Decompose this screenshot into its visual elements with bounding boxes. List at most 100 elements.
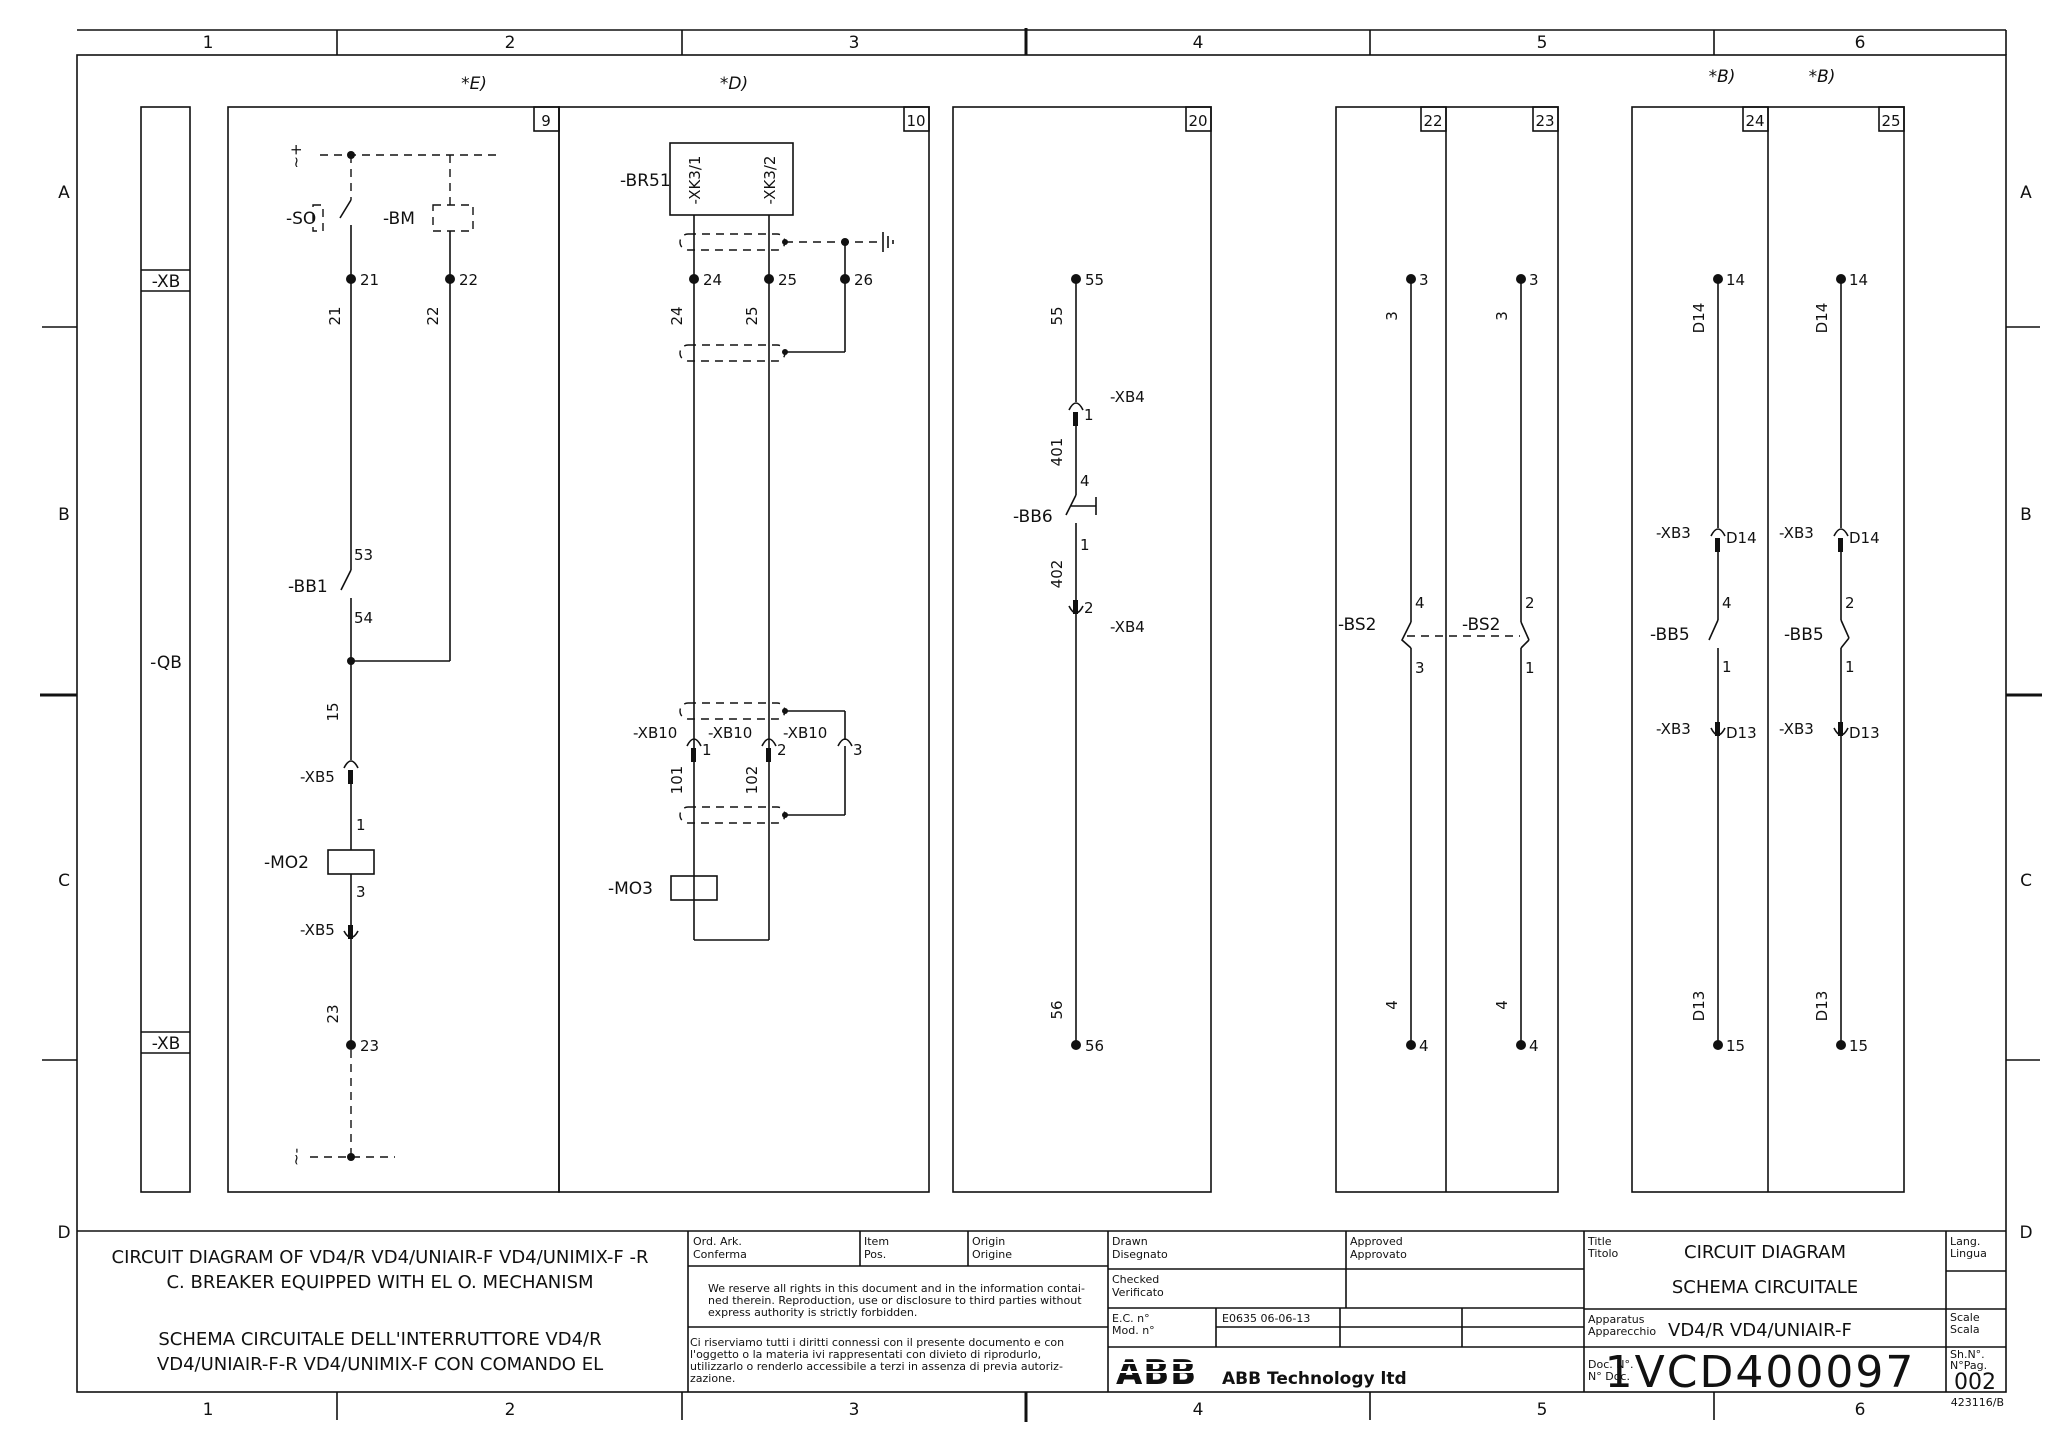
- pag-label: N°Pag.: [1950, 1359, 1987, 1372]
- col-label-6: 6: [1855, 33, 1866, 53]
- apparatus-value: VD4/R VD4/UNIAIR-F: [1668, 1320, 1852, 1341]
- ec-value: E0635 06-06-13: [1222, 1312, 1310, 1325]
- wire-25: 25: [743, 306, 761, 325]
- bb1-54: 54: [354, 609, 373, 627]
- conferma-label: Conferma: [693, 1248, 747, 1261]
- row-label-d-right: D: [2019, 1223, 2032, 1243]
- ord-ark-label: Ord. Ark.: [693, 1235, 742, 1248]
- term-25: 25: [778, 271, 797, 289]
- p24-bb5-label: -BB5: [1650, 625, 1690, 645]
- bb1-53: 53: [354, 546, 373, 564]
- col-label-1-bottom: 1: [203, 1400, 214, 1420]
- col-label-1: 1: [203, 33, 214, 53]
- p24-d14: D14: [1726, 529, 1757, 547]
- col-label-4: 4: [1193, 33, 1204, 53]
- p25-wire-d14: D14: [1813, 303, 1831, 334]
- supply-plus-label: ~+: [287, 143, 305, 168]
- panel-9-number: 9: [541, 112, 551, 130]
- note-b-1: *B): [1709, 67, 1736, 87]
- p25-bb5-label: -BB5: [1784, 625, 1824, 645]
- title-block: CIRCUIT DIAGRAM OF VD4/R VD4/UNIAIR-F VD…: [77, 1230, 2006, 1409]
- scala-label: Scala: [1950, 1323, 1980, 1336]
- p22-pin-4: 4: [1415, 594, 1425, 612]
- supply-minus-label: ~-: [287, 1148, 305, 1166]
- document-number: 1VCD400097: [1605, 1347, 1916, 1398]
- row-label-b: B: [58, 505, 70, 525]
- lingua-label: Lingua: [1950, 1247, 1987, 1260]
- p24-term-15: 15: [1726, 1037, 1745, 1055]
- p24-wire-d14: D14: [1690, 303, 1708, 334]
- wire-56: 56: [1048, 1000, 1066, 1019]
- panel-24-number: 24: [1745, 112, 1764, 130]
- p23-wire-3: 3: [1493, 311, 1511, 321]
- p25-xb3-top: -XB3: [1779, 524, 1814, 542]
- wire-101: 101: [668, 766, 686, 795]
- col-label-2: 2: [505, 33, 516, 53]
- form-number: 423116/B: [1951, 1396, 2004, 1409]
- p24-pin-4: 4: [1722, 594, 1732, 612]
- bb6-label: -BB6: [1013, 507, 1053, 527]
- panel-9: 9 ~+ -SO -BM 21 22 21 22 53 -BB1 54 15: [227, 106, 560, 1193]
- desc-it-line-2: VD4/UNIAIR-F-R VD4/UNIMIX-F CON COMANDO …: [157, 1354, 603, 1375]
- pos-label: Pos.: [864, 1248, 886, 1261]
- panel-23-number: 23: [1535, 112, 1554, 130]
- drawn-label: Drawn: [1112, 1235, 1148, 1248]
- p22-wire-4: 4: [1383, 1000, 1401, 1010]
- p25-term-14: 14: [1849, 271, 1868, 289]
- wire-402: 402: [1048, 560, 1066, 589]
- sheet-label: Sh.N°.: [1950, 1348, 1985, 1361]
- mo3-label: -MO3: [608, 879, 653, 899]
- desc-en-line-1: CIRCUIT DIAGRAM OF VD4/R VD4/UNIAIR-F VD…: [112, 1247, 649, 1268]
- desc-en-line-2: C. BREAKER EQUIPPED WITH EL O. MECHANISM: [166, 1272, 593, 1293]
- note-e: *E): [461, 74, 487, 94]
- desc-it-line-1: SCHEMA CIRCUITALE DELL'INTERRUTTORE VD4/…: [158, 1329, 601, 1350]
- row-label-b-right: B: [2020, 505, 2032, 525]
- term-56: 56: [1085, 1037, 1104, 1055]
- term-24: 24: [703, 271, 722, 289]
- wire-24: 24: [668, 306, 686, 325]
- xb4-top-pin: 1: [1084, 406, 1094, 424]
- panel-20-number: 20: [1188, 112, 1207, 130]
- col-label-3: 3: [849, 33, 860, 53]
- panel-10: 10 -BR51 -XK3/1 -XK3/2 24 25 26 24 25: [558, 106, 930, 1193]
- xb10-2-label: -XB10: [708, 724, 752, 742]
- mo2-pin-3: 3: [356, 883, 366, 901]
- doc-label: Doc. N°.: [1588, 1358, 1633, 1371]
- col-label-4-bottom: 4: [1193, 1400, 1204, 1420]
- rights-en-1: We reserve all rights in this document a…: [708, 1282, 1085, 1295]
- xb-top-label: -XB: [152, 272, 181, 292]
- p25-wire-d13: D13: [1813, 991, 1831, 1022]
- row-label-c: C: [58, 871, 70, 891]
- sheet-number: 002: [1954, 1370, 1996, 1395]
- p23-pin-2: 2: [1525, 594, 1535, 612]
- wire-401: 401: [1048, 438, 1066, 467]
- p22-pin-3: 3: [1415, 659, 1425, 677]
- xb4-bottom-pin: 2: [1084, 599, 1094, 617]
- panel-25-number: 25: [1881, 112, 1900, 130]
- xb4-bottom-label: -XB4: [1110, 618, 1145, 636]
- p24-pin-1: 1: [1722, 658, 1732, 676]
- bb6-pin-4: 4: [1080, 472, 1090, 490]
- ec-label: E.C. n°: [1112, 1312, 1150, 1325]
- row-label-a-right: A: [2020, 183, 2032, 203]
- p25-xb3-bottom: -XB3: [1779, 720, 1814, 738]
- drawing-title-1: CIRCUIT DIAGRAM: [1684, 1242, 1846, 1263]
- p22-term-3: 3: [1419, 271, 1429, 289]
- xb10-3-label: -XB10: [783, 724, 827, 742]
- panel-22-23: 22 23 3 3 4 -BS2 3 4 4 3 3 2 -BS2 1 4 4: [1335, 106, 1559, 1193]
- panel-10-number: 10: [906, 112, 925, 130]
- term-22: 22: [459, 271, 478, 289]
- approved-label: Approved: [1350, 1235, 1403, 1248]
- col-label-3-bottom: 3: [849, 1400, 860, 1420]
- bb6-pin-1: 1: [1080, 536, 1090, 554]
- col-label-6-bottom: 6: [1855, 1400, 1866, 1420]
- p23-wire-4: 4: [1493, 1000, 1511, 1010]
- rights-it-4: zazione.: [690, 1372, 735, 1385]
- term-21: 21: [360, 271, 379, 289]
- wire-15: 15: [324, 702, 342, 721]
- rights-it-2: l'oggetto o la materia ivi rappresentati…: [690, 1348, 1041, 1361]
- mod-label: Mod. n°: [1112, 1324, 1155, 1337]
- row-label-d: D: [57, 1223, 70, 1243]
- term-26: 26: [854, 271, 873, 289]
- wire-102: 102: [743, 766, 761, 795]
